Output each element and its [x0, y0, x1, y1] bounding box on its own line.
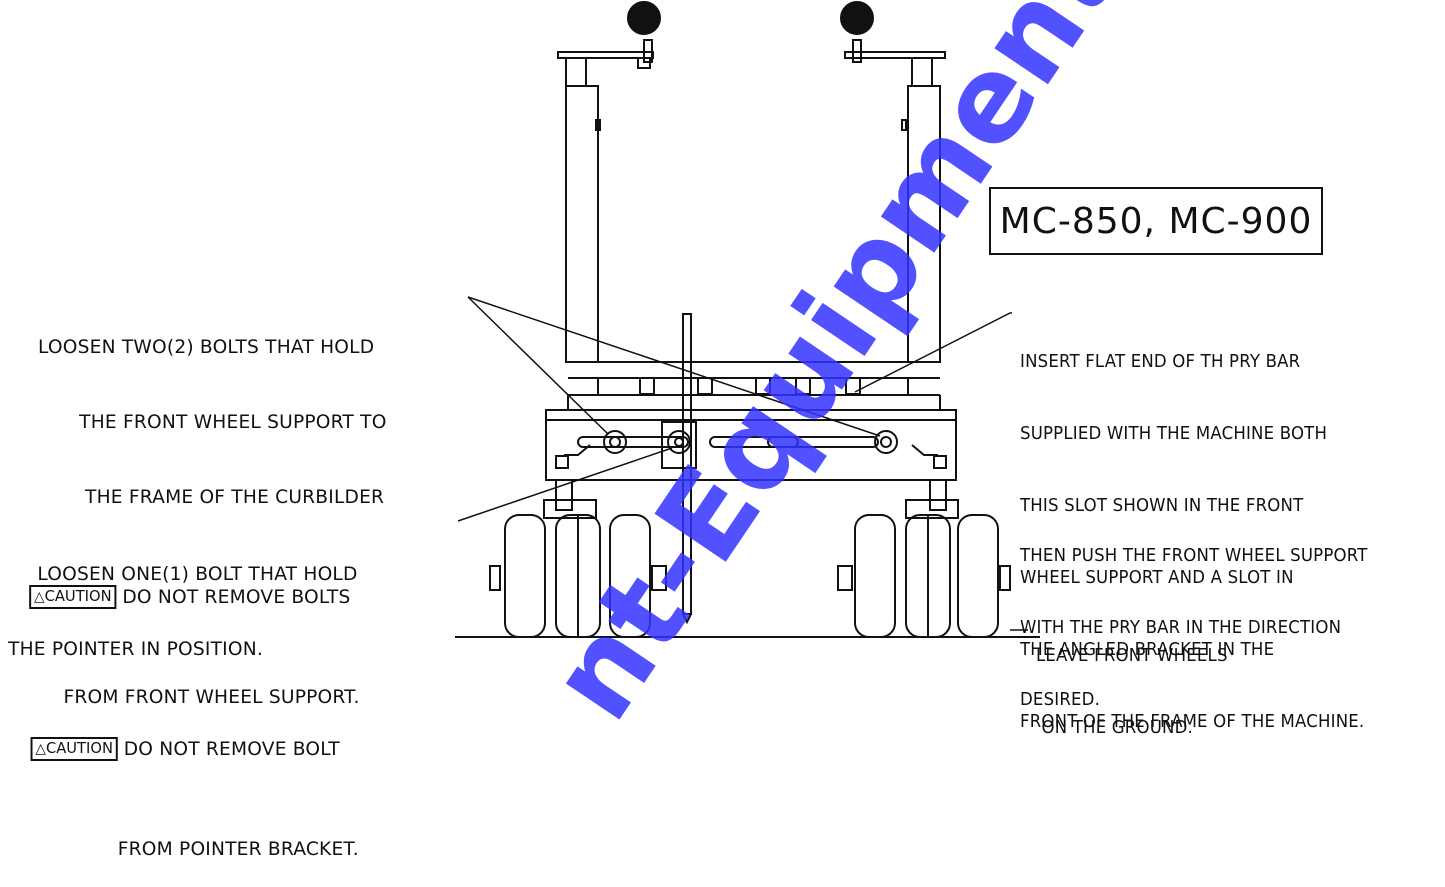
note-line: THE FRONT WHEEL SUPPORT TO — [79, 411, 387, 433]
note-line: FROM POINTER BRACKET. — [117, 838, 359, 860]
note-line: LOOSEN TWO(2) BOLTS THAT HOLD — [38, 336, 375, 358]
model-label: MC-850, MC-900 — [999, 200, 1313, 242]
warning-triangle-icon: △ — [35, 741, 46, 757]
left-support-bolt — [603, 430, 627, 454]
front-wheel-support — [545, 409, 957, 481]
note-line: WITH THE PRY BAR IN THE DIRECTION — [1020, 617, 1342, 638]
note-line: ON THE GROUND. — [1041, 717, 1193, 738]
caution-text: DO NOT REMOVE BOLTS — [122, 586, 351, 608]
right-handle-assembly — [840, 1, 946, 363]
machine-front-view-drawing — [455, 1, 1040, 638]
left-caster-assembly — [489, 479, 667, 638]
leader-lines — [457, 296, 1028, 631]
left-bottom-note: LOOSEN ONE(1) BOLT THAT HOLD THE POINTER… — [8, 512, 359, 887]
note-line: SUPPLIED WITH THE MACHINE BOTH — [1020, 423, 1328, 444]
note-line: THIS SLOT SHOWN IN THE FRONT — [1020, 495, 1304, 516]
right-caster-assembly — [837, 479, 1011, 638]
note-line: LOOSEN ONE(1) BOLT THAT HOLD — [37, 563, 358, 585]
note-line: WHEEL SUPPORT AND A SLOT IN — [1020, 567, 1294, 588]
note-line: THEN PUSH THE FRONT WHEEL SUPPORT — [1020, 545, 1368, 566]
caution-text: DO NOT REMOVE BOLT — [123, 738, 340, 760]
pointer-rod — [682, 313, 692, 615]
note-line: INSERT FLAT END OF TH PRY BAR — [1020, 351, 1301, 372]
caution-badge-label: CAUTION — [44, 587, 112, 605]
caution-badge: △CAUTION — [29, 585, 117, 609]
model-label-box: MC-850, MC-900 — [989, 187, 1323, 255]
left-handle-assembly — [557, 1, 661, 363]
note-line: THE FRAME OF THE CURBILDER — [85, 486, 385, 508]
note-line: THE POINTER IN POSITION. — [8, 638, 263, 660]
right-support-bolt — [874, 430, 898, 454]
right-bottom-note: LEAVE FRONT WHEELS ON THE GROUND. — [1036, 596, 1228, 764]
warning-triangle-icon: △ — [34, 589, 45, 605]
pointer-bracket — [661, 421, 697, 469]
caution-badge: △CAUTION — [30, 737, 118, 761]
note-line: LEAVE FRONT WHEELS — [1036, 645, 1228, 666]
caution-badge-label: CAUTION — [45, 739, 113, 757]
